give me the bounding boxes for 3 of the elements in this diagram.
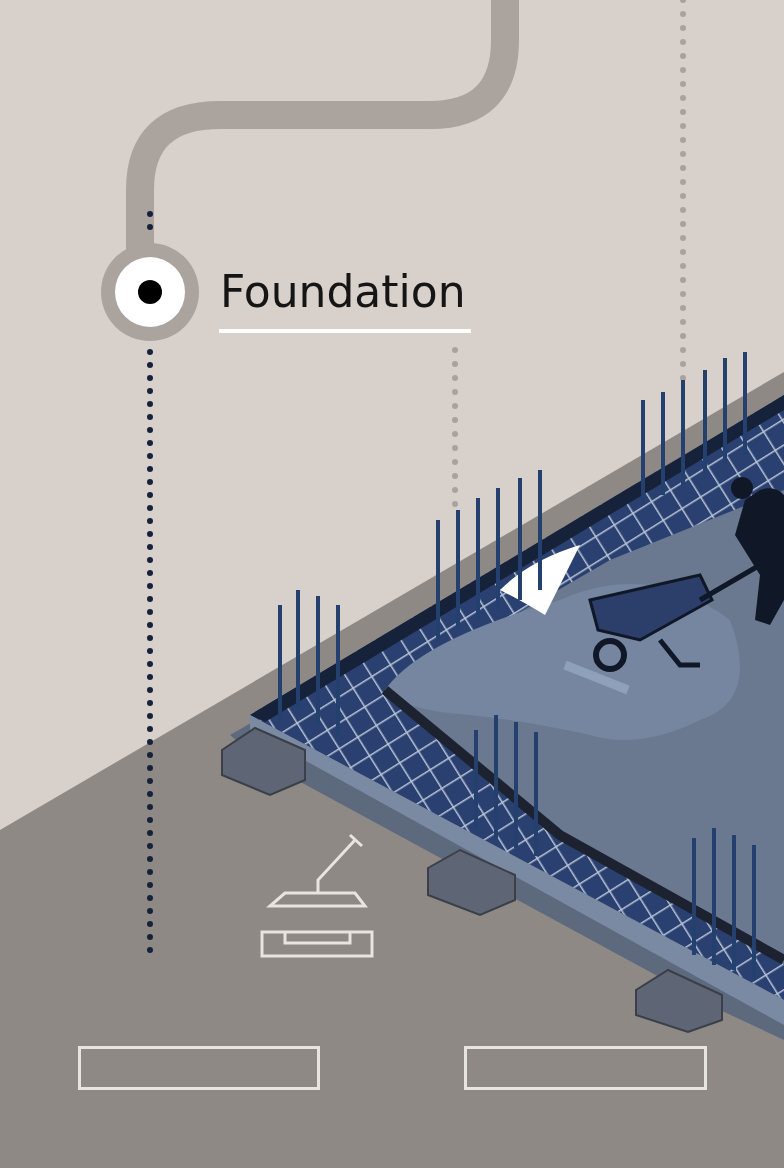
box-frame <box>78 1046 320 1090</box>
title: Foundation <box>220 265 466 319</box>
box-frame <box>464 1046 707 1090</box>
